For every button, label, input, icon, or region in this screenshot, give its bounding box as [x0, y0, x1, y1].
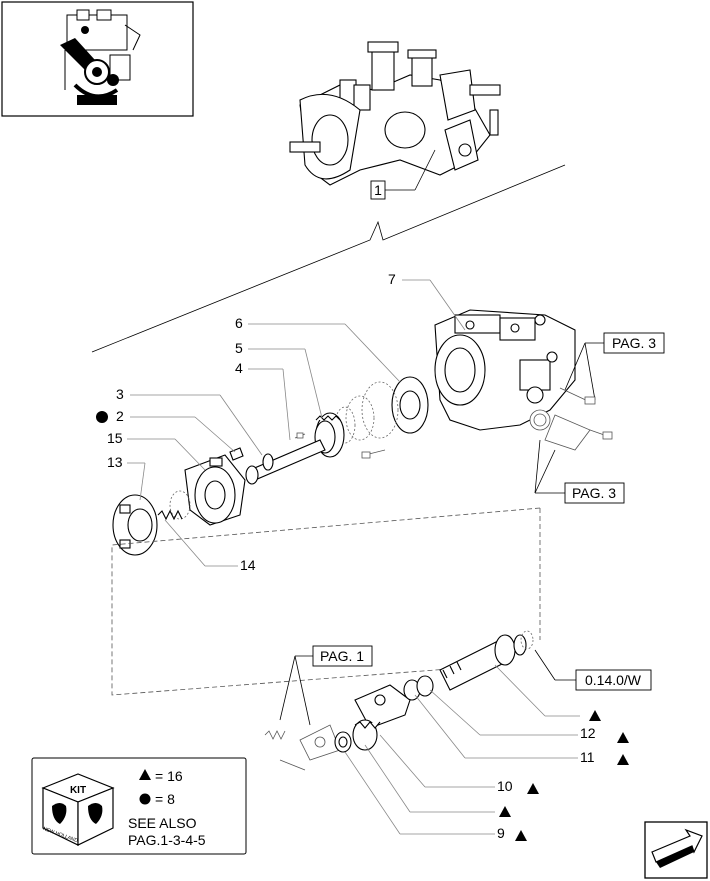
- see-also-line1: SEE ALSO: [128, 815, 197, 831]
- callout-7: 7: [388, 271, 396, 287]
- callout-11: 11: [580, 749, 595, 765]
- triangle-legend-text: = 16: [155, 768, 183, 784]
- kit-label: KIT: [70, 785, 86, 796]
- callout-4: 4: [235, 360, 243, 376]
- governor-assembly: [169, 454, 246, 526]
- lower-plunger-parts: [264, 630, 534, 771]
- callout-15: 15: [107, 430, 123, 446]
- callout-6: 6: [235, 315, 243, 331]
- triangle-marker-icon: [527, 783, 539, 794]
- end-flange: [112, 494, 158, 556]
- callout-13: 13: [107, 454, 123, 470]
- triangle-marker-icon: [499, 806, 511, 817]
- kit-cube-icon: [41, 773, 115, 846]
- next-page-arrow-icon[interactable]: [644, 821, 708, 879]
- see-also-line2: PAG.1-3-4-5: [128, 832, 206, 848]
- triangle-marker-icon: [617, 732, 629, 743]
- drive-shaft: [245, 432, 326, 485]
- callout-5: 5: [235, 340, 243, 356]
- spring: [157, 509, 183, 521]
- callout-12: 12: [580, 725, 596, 741]
- pump-housing: [434, 309, 576, 431]
- kit-legend: KIT NEW HOLLAND = 16 = 8 SEE ALSO PAG.1-…: [31, 757, 247, 855]
- engine-thumbnail-icon[interactable]: [1, 1, 194, 117]
- callout-14: 14: [240, 557, 256, 573]
- pag1-ref[interactable]: PAG. 1: [320, 648, 364, 664]
- callout-10: 10: [497, 778, 513, 794]
- ref-0140w[interactable]: 0.14.0/W: [585, 672, 642, 688]
- circle-legend-text: = 8: [155, 791, 175, 807]
- circle-marker-icon: [96, 411, 108, 423]
- callout-2: 2: [116, 408, 124, 424]
- circle-marker-icon: [139, 793, 151, 805]
- pag3-top-ref[interactable]: PAG. 3: [612, 335, 656, 351]
- triangle-marker-icon: [617, 754, 629, 765]
- callout-9: 9: [497, 825, 505, 841]
- pag3-mid-ref[interactable]: PAG. 3: [572, 485, 616, 501]
- injection-pump-assembly: [289, 41, 501, 186]
- housing-bolts: [529, 387, 613, 451]
- triangle-marker-icon: [515, 830, 527, 841]
- triangle-marker-icon: [139, 769, 151, 780]
- drive-plate: [334, 376, 429, 459]
- callout-3: 3: [116, 386, 124, 402]
- triangle-marker-icon: [589, 710, 601, 721]
- callout-1: 1: [374, 182, 382, 198]
